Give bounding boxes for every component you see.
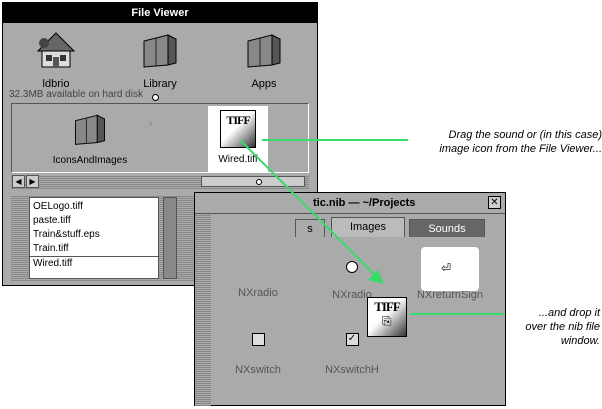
- list-item[interactable]: Train.tiff: [33, 243, 69, 254]
- shelf-item-library[interactable]: Library: [125, 27, 195, 90]
- list-item[interactable]: OELogo.tiff: [33, 201, 83, 212]
- tiff-icon: TIFF: [220, 110, 256, 148]
- image-item[interactable]: ✓ NXswitchH: [317, 329, 387, 376]
- shelf-resize-dot[interactable]: [152, 94, 159, 101]
- checkbox-icon: [251, 333, 265, 346]
- image-item[interactable]: ⏎ NXreturnSign: [415, 247, 485, 301]
- shelf-item-apps[interactable]: Apps: [229, 27, 299, 90]
- image-item[interactable]: NXswitch: [223, 329, 293, 376]
- tiff-icon-text: TIFF: [226, 113, 250, 127]
- shelf-label: Library: [143, 78, 177, 90]
- drag-page-icon: ⎘: [382, 314, 392, 328]
- tab-images[interactable]: Images: [331, 217, 405, 237]
- image-preview-blank: [223, 255, 293, 283]
- folder-icon: [75, 114, 105, 145]
- browser-panel: IconsAndImages › TIFF Wired.tiff: [11, 103, 309, 173]
- disk-status: 32.3MB available on hard disk: [9, 89, 143, 100]
- list-item-selected[interactable]: Wired.tiff: [30, 256, 158, 271]
- tab-label: Sounds: [428, 223, 466, 235]
- image-item[interactable]: NXradio: [223, 255, 293, 299]
- tab-label: s: [307, 223, 313, 235]
- folder-label: IconsAndImages: [52, 155, 128, 166]
- file-viewer-title[interactable]: File Viewer: [3, 3, 317, 23]
- image-label: NXswitch: [235, 364, 281, 376]
- tab-label: Images: [349, 221, 387, 233]
- file-list-empty-column: [163, 197, 177, 279]
- shelf-label: Apps: [251, 78, 277, 90]
- annotation-note-1: Drag the sound or (in this case) image i…: [439, 129, 602, 155]
- checked-checkbox-icon: ✓: [345, 333, 359, 346]
- browser-scrollbar[interactable]: ◀ ▶: [11, 175, 309, 189]
- apps-folder-icon: [247, 34, 281, 68]
- nib-window-title[interactable]: tic.nib — ~/Projects: [195, 193, 505, 214]
- close-icon[interactable]: ✕: [488, 196, 501, 209]
- tab-sounds[interactable]: Sounds: [409, 219, 485, 237]
- tab-objects[interactable]: s: [295, 219, 325, 237]
- browser-file-item[interactable]: TIFF Wired.tiff: [208, 106, 268, 172]
- scroll-right-button[interactable]: ▶: [26, 175, 39, 188]
- annotation-note-2: ...and drop it over the nib file window.: [525, 307, 600, 347]
- nib-left-strip: [195, 214, 211, 406]
- library-folder-icon: [143, 34, 177, 68]
- image-label: NXreturnSign: [416, 289, 484, 301]
- shelf-label: ldbrio: [42, 78, 70, 90]
- image-item[interactable]: NXradio: [317, 255, 387, 301]
- list-item[interactable]: paste.tiff: [33, 215, 71, 226]
- shelf-item-home[interactable]: ldbrio: [21, 27, 91, 90]
- file-list[interactable]: OELogo.tiff paste.tiff Train&stuff.eps T…: [29, 197, 159, 279]
- image-label: NXradio: [332, 289, 372, 301]
- chevron-right-icon: ›: [149, 118, 153, 129]
- radio-button-icon: [346, 261, 358, 273]
- home-folder-icon: [36, 32, 76, 68]
- image-label: NXswitchH: [325, 364, 379, 376]
- browser-folder-item[interactable]: IconsAndImages: [40, 108, 140, 166]
- tiff-icon-text: TIFF: [374, 299, 401, 314]
- scroll-knob[interactable]: [201, 176, 305, 187]
- scroll-knob-dot: [256, 179, 262, 185]
- image-label: NXradio: [238, 287, 278, 299]
- scroll-left-button[interactable]: ◀: [12, 175, 25, 188]
- list-item[interactable]: Train&stuff.eps: [33, 229, 100, 240]
- dragged-tiff-icon[interactable]: TIFF ⎘: [367, 297, 407, 337]
- file-label: Wired.tiff: [218, 154, 258, 165]
- return-sign-icon: ⏎: [421, 247, 479, 291]
- nib-window: tic.nib — ~/Projects ✕ s Images Sounds N…: [194, 192, 506, 406]
